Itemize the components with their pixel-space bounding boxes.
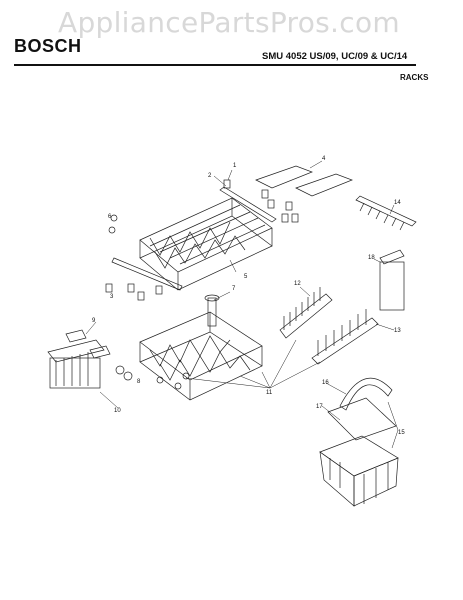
callout-4: 4 bbox=[322, 156, 326, 162]
callout-13: 13 bbox=[394, 328, 401, 334]
callout-17: 17 bbox=[316, 404, 323, 410]
brand-logo: BOSCH bbox=[14, 36, 82, 56]
cutlery-tower bbox=[379, 249, 405, 311]
callout-labels: 1 2 3 4 5 6 7 8 9 10 11 12 13 14 15 16 1… bbox=[92, 156, 405, 436]
callout-3: 3 bbox=[110, 294, 114, 300]
callout-16: 16 bbox=[322, 380, 329, 386]
section-title: RACKS bbox=[400, 73, 429, 82]
rack-rail bbox=[111, 186, 277, 291]
callout-11: 11 bbox=[266, 390, 273, 396]
lower-rack bbox=[139, 294, 263, 401]
folding-tines bbox=[279, 287, 379, 365]
callout-6: 6 bbox=[108, 214, 112, 220]
callout-5: 5 bbox=[244, 274, 248, 280]
callout-7: 7 bbox=[232, 286, 236, 292]
cutlery-rack bbox=[47, 329, 111, 389]
cup-shelf bbox=[255, 165, 353, 197]
callout-18: 18 bbox=[368, 255, 375, 261]
header-rule bbox=[14, 64, 416, 66]
clips-and-rollers bbox=[105, 179, 299, 390]
callout-1: 1 bbox=[233, 163, 237, 169]
callout-14: 14 bbox=[394, 200, 401, 206]
callout-10: 10 bbox=[114, 408, 121, 414]
model-number: SMU 4052 US/09, UC/09 & UC/14 bbox=[262, 51, 408, 62]
callout-15: 15 bbox=[398, 430, 405, 436]
callout-2: 2 bbox=[208, 173, 212, 179]
callout-8: 8 bbox=[137, 379, 141, 385]
callout-12: 12 bbox=[294, 281, 301, 287]
side-rack bbox=[355, 195, 417, 231]
silverware-basket bbox=[319, 377, 399, 507]
callout-9: 9 bbox=[92, 318, 96, 324]
watermark: AppliancePartsPros.com bbox=[58, 6, 400, 39]
upper-rack bbox=[139, 197, 273, 291]
leader-lines bbox=[85, 160, 399, 449]
